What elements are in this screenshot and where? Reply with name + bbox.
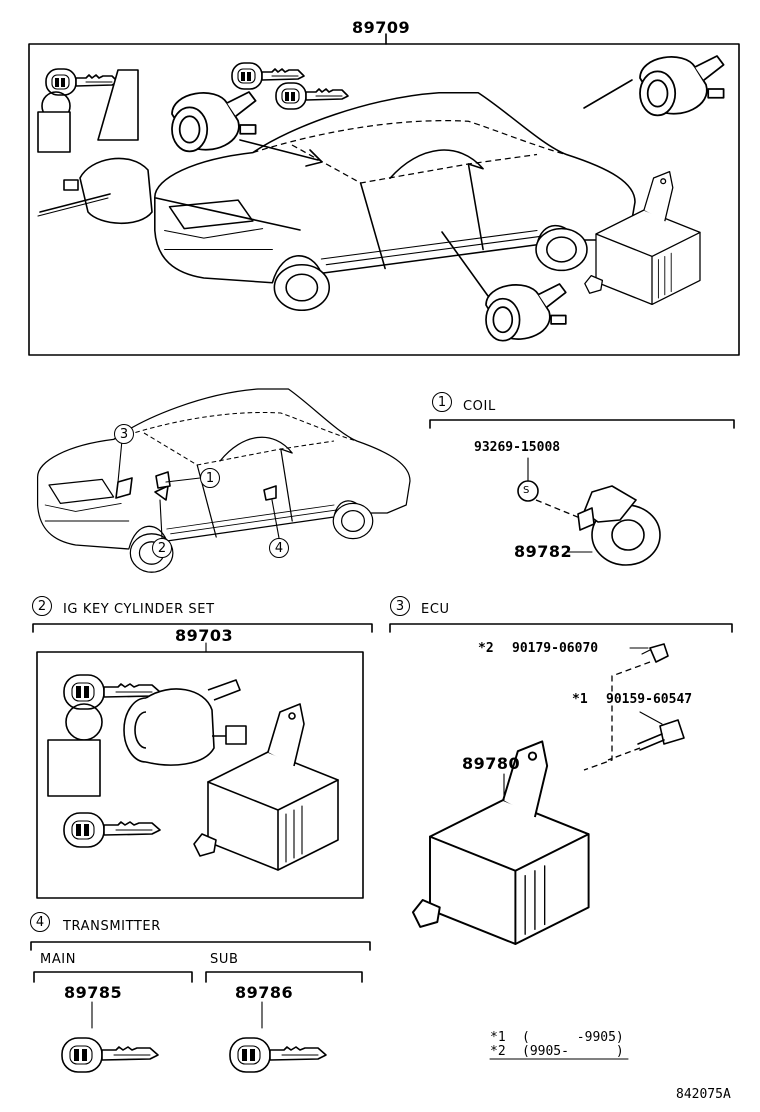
legend-mark-2: *2	[490, 1044, 506, 1059]
coil-illustration	[517, 457, 661, 566]
callout-2: 2	[152, 538, 172, 558]
top-rear-door-cylinder	[441, 231, 567, 342]
ecu-nut-prefix: *2	[478, 641, 494, 656]
section-title-ig-key: IG KEY CYLINDER SET	[63, 602, 215, 617]
top-keys	[37, 62, 349, 153]
ig-key-set-bracket	[32, 623, 373, 653]
ecu-bolt-part-number: 90159-60547	[606, 692, 693, 707]
transmitter-bracket	[30, 941, 371, 983]
illustration-code: 842075A	[676, 1087, 731, 1102]
top-group-part-number: 89709	[352, 18, 411, 37]
ig-key-set-box	[36, 651, 364, 899]
section-title-ecu: ECU	[421, 602, 450, 617]
transmitter-sub-part-number: 89786	[235, 983, 294, 1002]
transmitter-main-key	[61, 1001, 159, 1073]
ecu-illustration	[411, 643, 685, 945]
callout-1: 1	[200, 468, 220, 488]
top-ig-cylinder	[37, 157, 301, 231]
coil-part-number: 89782	[514, 542, 573, 561]
location-car-illustration	[36, 388, 411, 573]
transmitter-main-part-number: 89785	[64, 983, 123, 1002]
callout-4: 4	[269, 538, 289, 558]
section-badge-coil: 1	[432, 392, 452, 412]
ig-key-set-illustration	[47, 674, 339, 871]
top-door-lock-cylinder	[171, 91, 323, 167]
coil-clip-symbol: S	[523, 485, 530, 496]
ecu-nut-part-number: 90179-06070	[512, 641, 599, 656]
coil-bracket	[429, 419, 735, 429]
top-trunk-cylinder	[583, 55, 725, 117]
coil-clip-part-number: 93269-15008	[474, 440, 561, 455]
section-badge-transmitter: 4	[30, 912, 50, 932]
section-badge-ecu: 3	[390, 596, 410, 616]
legend-mark-1: *1	[490, 1030, 506, 1045]
legend-range-2: (9905- )	[522, 1044, 624, 1059]
transmitter-sub-key	[229, 1001, 327, 1073]
legend-range-1: ( -9905)	[522, 1030, 624, 1045]
subgroup-title-main: MAIN	[40, 952, 77, 967]
ecu-part-number: 89780	[462, 754, 521, 773]
top-group-box	[28, 33, 740, 356]
ecu-bracket	[389, 623, 733, 633]
section-badge-ig-key: 2	[32, 596, 52, 616]
ecu-bolt-prefix: *1	[572, 692, 588, 707]
subgroup-title-sub: SUB	[210, 952, 239, 967]
section-title-coil: COIL	[463, 399, 496, 414]
callout-3: 3	[114, 424, 134, 444]
ig-key-set-part-number: 89703	[175, 626, 234, 645]
section-title-transmitter: TRANSMITTER	[63, 919, 161, 934]
